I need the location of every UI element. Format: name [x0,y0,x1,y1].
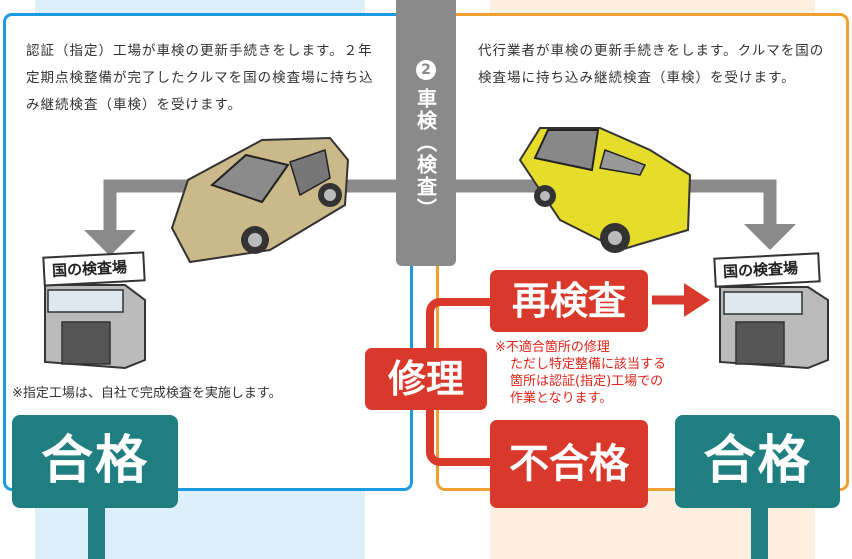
repair-note-line: ただし特定整備に該当する [510,357,667,372]
repair-note: ※不適合箇所の修理 ただし特定整備に該当する 箇所は認証(指定)工場での 作業と… [495,339,666,407]
step-number-badge: 2 [416,60,436,80]
fail-box: 不合格 [490,420,648,508]
red-arrowhead-icon [684,283,710,317]
yellow-car-icon [518,127,692,253]
repair-note-line: ※不適合箇所の修理 [495,340,610,355]
left-note: ※指定工場は、自社で完成検査を実施します。 [12,386,282,401]
right-pass-sign: 合格 [675,415,840,508]
repair-note-line: 作業となります。 [510,391,613,406]
left-sign-post [88,500,105,559]
beige-car-icon [170,136,350,264]
left-panel [3,13,413,491]
left-pass-sign: 合格 [12,415,178,508]
right-building-sign: 国の検査場 [722,259,799,281]
right-panel [436,13,849,491]
right-inspection-building-icon [713,252,829,370]
left-description: 認証（指定）工場が車検の更新手続きをします。２年定期点検整備が完了したクルマを国… [26,43,374,113]
right-arrowhead-icon [744,224,796,250]
left-building-sign: 国の検査場 [51,258,128,280]
right-sign-post [751,500,768,559]
right-description: 代行業者が車検の更新手続きをします。クルマを国の検査場に持ち込み継続検査（車検）… [478,43,825,86]
step-title: 車検（検査） [413,88,438,220]
reinspection-box: 再検査 [490,270,648,332]
step-pillar: 2 車検（検査） [396,0,456,266]
repair-note-line: 箇所は認証(指定)工場での [510,374,664,389]
left-inspection-building-icon [42,251,146,370]
repair-box: 修理 [365,348,487,410]
left-arrowhead-icon [84,230,136,256]
